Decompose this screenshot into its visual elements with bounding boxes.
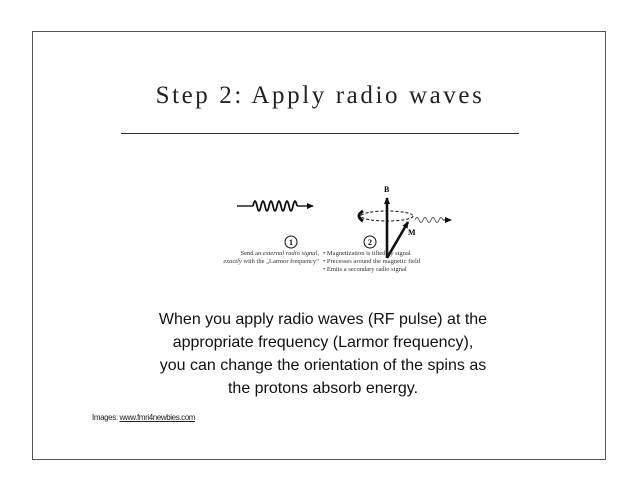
image-credit: Images: www.fmri4newbies.com bbox=[92, 413, 195, 422]
rf-pulse-diagram: 1 2 B M Send an external radio signal, e… bbox=[193, 158, 463, 284]
rf-diagram-graphic: 1 2 B M bbox=[237, 185, 452, 259]
credit-prefix: Images: bbox=[92, 413, 120, 422]
emitted-wave-icon bbox=[414, 217, 452, 223]
caption-emphasis: exactly bbox=[223, 258, 242, 265]
label-b: B bbox=[384, 185, 390, 194]
slide-body-text: When you apply radio waves (RF pulse) at… bbox=[123, 308, 523, 400]
body-line: appropriate frequency (Larmor frequency)… bbox=[172, 334, 474, 351]
body-line: When you apply radio waves (RF pulse) at… bbox=[158, 311, 488, 328]
slide: Step 2: Apply radio waves bbox=[32, 31, 606, 460]
step1-caption: Send an external radio signal, exactly w… bbox=[193, 250, 319, 266]
magnetization-vector-icon bbox=[385, 221, 410, 259]
caption-emphasis: external radio signal bbox=[262, 250, 318, 257]
rotation-arrow-icon bbox=[357, 209, 364, 223]
precession-ellipse-icon bbox=[360, 210, 414, 222]
caption-bullet: • Precesses around the magnetic field bbox=[323, 258, 421, 265]
step1-circle-icon bbox=[284, 235, 298, 249]
slide-title: Step 2: Apply radio waves bbox=[155, 82, 485, 109]
step2-caption: • Magnetization is tilted by signal • Pr… bbox=[323, 250, 463, 274]
caption-bullet: • Emits a secondary radio signal bbox=[323, 266, 407, 273]
label-m: M bbox=[408, 228, 416, 237]
step1-number: 1 bbox=[289, 238, 293, 247]
body-line: the protons absorb energy. bbox=[227, 380, 419, 397]
body-line: you can change the orientation of the sp… bbox=[159, 357, 487, 374]
caption-text: with the „Larmor frequency“ bbox=[241, 258, 319, 265]
credit-link[interactable]: www.fmri4newbies.com bbox=[119, 413, 196, 422]
incoming-wave-icon bbox=[237, 200, 314, 212]
step2-number: 2 bbox=[368, 238, 372, 247]
caption-bullet: • Magnetization is tilted by signal bbox=[323, 250, 411, 257]
step2-circle-icon bbox=[363, 235, 377, 249]
caption-text: , bbox=[317, 250, 319, 257]
caption-text: Send an bbox=[240, 250, 263, 257]
title-divider bbox=[121, 133, 519, 134]
